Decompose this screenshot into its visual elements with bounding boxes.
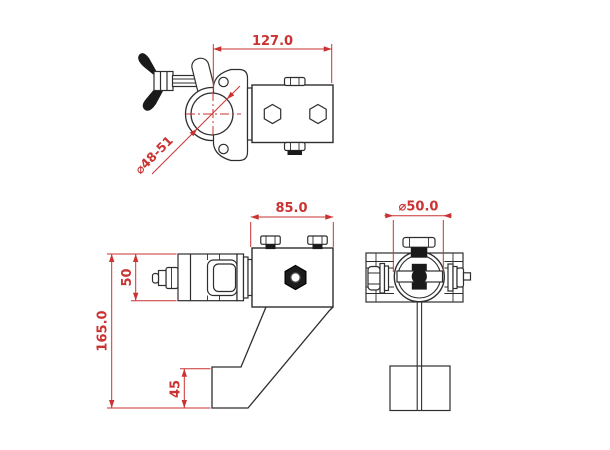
block-bottom-bolt-head — [283, 141, 306, 152]
side-view-dimensions: 85.0 50 165.0 45 — [96, 201, 334, 409]
dim-45-label: 45 — [169, 380, 184, 398]
dim-165-label: 165.0 — [96, 310, 111, 351]
flange-strip-2 — [242, 256, 249, 299]
block-hex-bolt-right — [309, 103, 327, 125]
dim-diameter-48-51-label: ⌀48-51 — [132, 133, 176, 177]
center-hex-nut-bore — [290, 272, 301, 283]
dim-45-arrows — [181, 368, 187, 408]
front-top-bolt-facets — [409, 237, 429, 248]
wing-nut-hex — [153, 70, 174, 92]
bolt-thread-lines — [172, 78, 197, 84]
block-bottom-bolt-washer — [287, 150, 302, 155]
front-left-bolt-washer1 — [379, 262, 386, 294]
front-top-bolt-stem — [410, 247, 428, 258]
front-left-bolt-washer2 — [383, 265, 390, 292]
clamp-notch-lines — [207, 254, 220, 301]
clamp-bolt-tip-end — [151, 272, 160, 284]
dim-diameter-50-extension-lines — [392, 220, 444, 272]
dim-diameter-50-label: ⌀50.0 — [399, 200, 439, 215]
flange-hole-top — [218, 76, 229, 88]
side-view-assembly — [151, 235, 334, 409]
side-extension-lines — [107, 253, 211, 409]
top-bolt-right-facets — [312, 236, 323, 245]
front-right-bolt-shank — [462, 272, 472, 281]
block-top-bolt-facets — [290, 77, 300, 86]
front-view-dimensions: ⌀50.0 — [384, 200, 452, 272]
front-right-bolt-washer1 — [447, 263, 454, 292]
clamp-bolt-tip-outer — [165, 266, 179, 290]
front-left-bolt-head — [367, 265, 381, 291]
clamp-hinge-inner — [212, 263, 237, 293]
foot-front — [389, 365, 451, 412]
block-bottom-bolt-facets — [290, 142, 300, 151]
dim-diameter-48-51-arrows — [189, 91, 235, 137]
dim-85-extension-lines — [250, 222, 334, 247]
dim-50-label: 50 — [120, 268, 135, 286]
top-bolt-left-facets — [265, 236, 276, 245]
block-hex-bolt-left — [263, 103, 282, 125]
dim-85-label: 85.0 — [275, 201, 307, 216]
center-hub-nut — [411, 268, 427, 285]
block-top-bolt-head — [283, 76, 306, 87]
stem-lines — [416, 302, 423, 411]
top-bolt-right-shank — [312, 244, 323, 250]
front-view-assembly — [365, 236, 472, 412]
top-bolt-left-head — [260, 235, 281, 245]
support-arm-and-foot — [211, 306, 334, 409]
clamp-bolt-tip-mid — [157, 269, 167, 287]
dim-127-extension-lines — [212, 44, 333, 91]
top-bolt-right-head — [307, 235, 328, 245]
bolt-shank — [171, 74, 198, 88]
wing-nut-hex-facets — [159, 71, 168, 91]
dim-127-label: 127.0 — [252, 34, 293, 49]
front-top-bolt-head — [402, 236, 436, 248]
flange-strip-1 — [236, 253, 245, 302]
wing-nut-upper-wing-icon — [138, 53, 158, 76]
flange-hole-bottom — [218, 143, 229, 155]
front-left-bolt-lines — [368, 272, 380, 285]
wing-nut-lower-wing-icon — [142, 87, 163, 111]
front-right-bolt-head — [456, 267, 465, 288]
top-bolt-left-shank — [265, 244, 276, 250]
